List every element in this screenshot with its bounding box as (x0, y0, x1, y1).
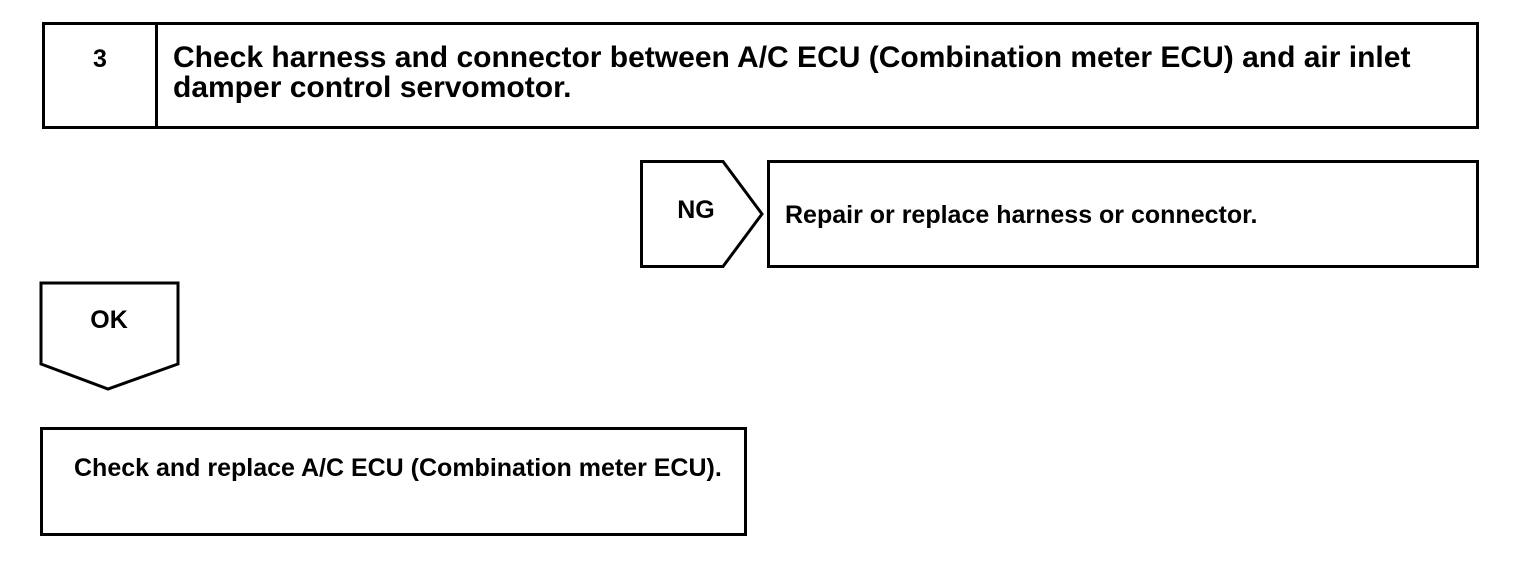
result-text: Check and replace A/C ECU (Combination m… (74, 454, 722, 482)
ng-arrow-icon (640, 160, 764, 268)
step-title: Check harness and connector between A/C … (173, 41, 1411, 104)
ng-label: NG (677, 196, 715, 224)
result-box: Check and replace A/C ECU (Combination m… (40, 427, 747, 536)
ng-action-text: Repair or replace harness or connector. (785, 201, 1258, 229)
step-number: 3 (93, 45, 107, 73)
ok-label: OK (90, 306, 128, 334)
ng-action-box: Repair or replace harness or connector. (767, 160, 1479, 268)
ok-arrow-icon (39, 281, 180, 391)
step-number-cell: 3 (45, 25, 158, 126)
step-box: 3 Check harness and connector between A/… (42, 22, 1479, 129)
